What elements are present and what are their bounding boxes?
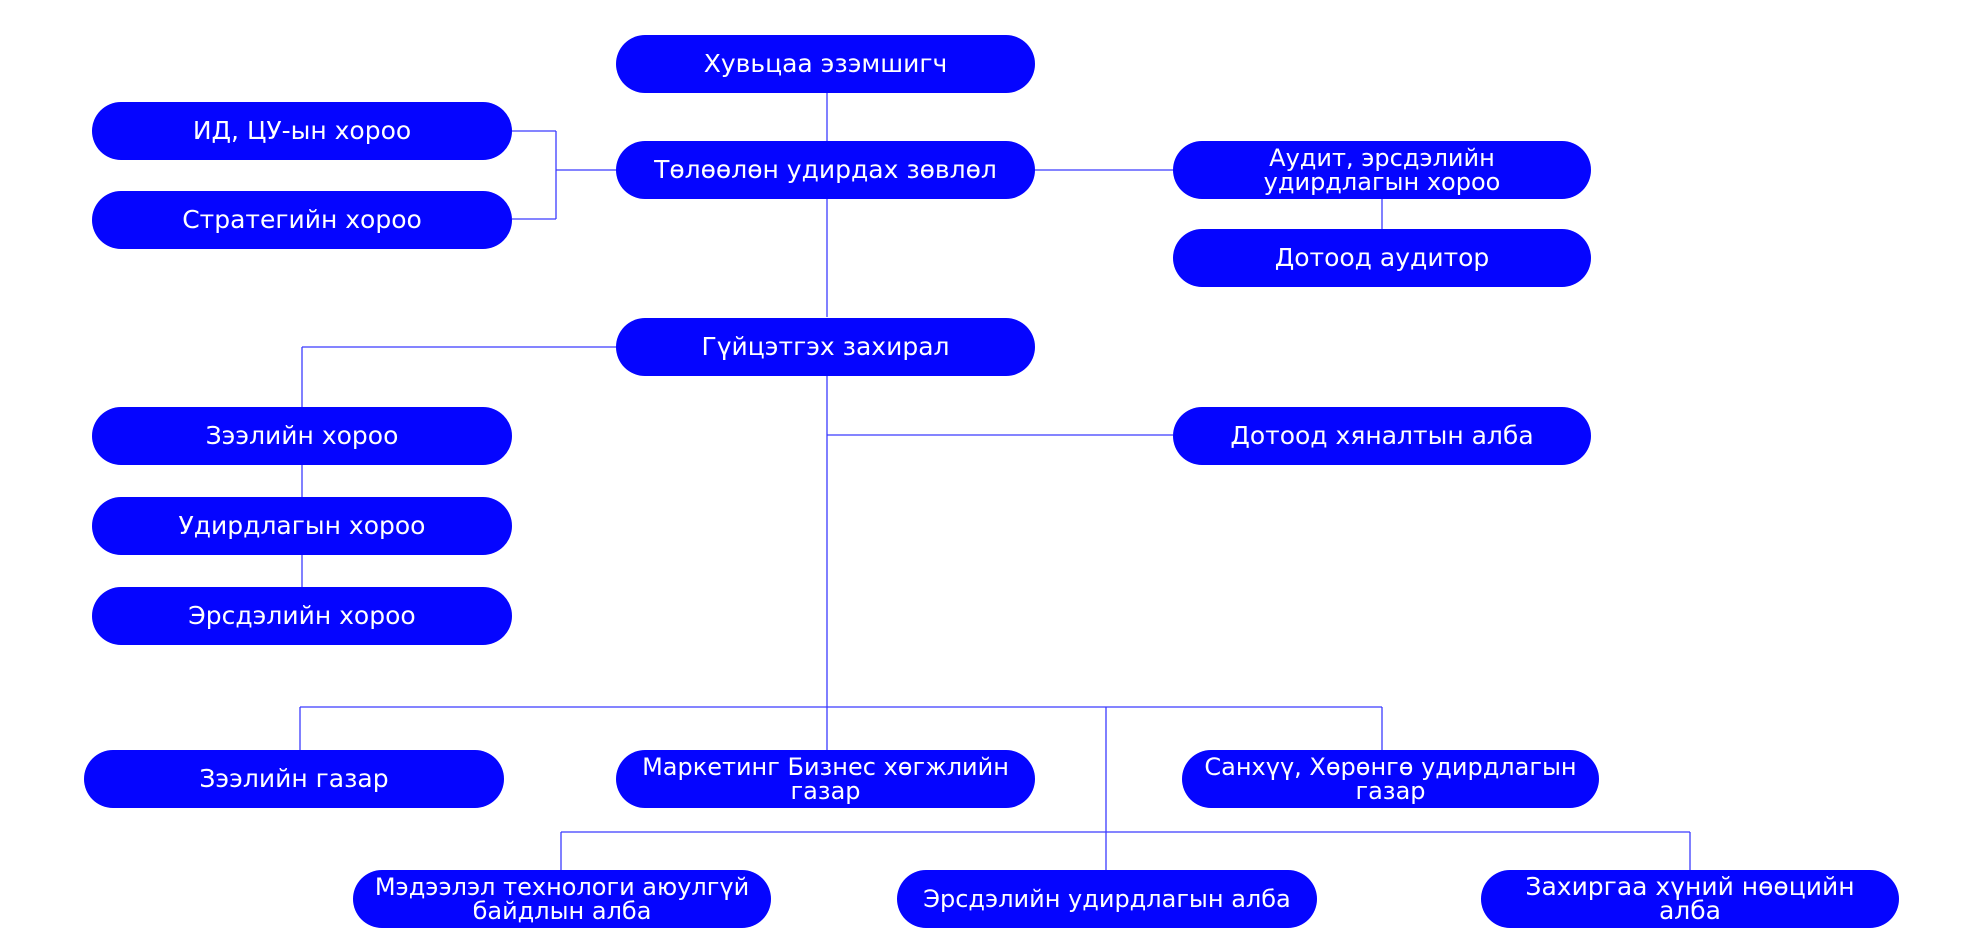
loan-committee-node: Зээлийн хороо xyxy=(92,407,512,465)
loan-department-label: Зээлийн газар xyxy=(199,764,389,793)
internal-auditor-node: Дотоод аудитор xyxy=(1173,229,1591,287)
internal-control-label: Дотоод хяналтын алба xyxy=(1230,421,1534,450)
it-security-unit-node: Мэдээлэл технологи аюулгүй байдлын алба xyxy=(353,870,771,928)
management-committee-node: Удирдлагын хороо xyxy=(92,497,512,555)
risk-management-unit-label: Эрсдэлийн удирдлагын алба xyxy=(923,885,1291,913)
board-label: Төлөөлөн удирдах зөвлөл xyxy=(654,155,997,184)
loan-committee-label: Зээлийн хороо xyxy=(205,421,399,450)
shareholders-node: Хувьцаа эзэмшигч xyxy=(616,35,1035,93)
marketing-department-node: Маркетинг Бизнес хөгжлийн газар xyxy=(616,750,1035,808)
marketing-department-label: Маркетинг Бизнес хөгжлийн газар xyxy=(642,753,1009,805)
risk-management-unit-node: Эрсдэлийн удирдлагын алба xyxy=(897,870,1317,928)
risk-committee-label: Эрсдэлийн хороо xyxy=(188,601,416,630)
management-committee-label: Удирдлагын хороо xyxy=(178,511,426,540)
internal-auditor-label: Дотоод аудитор xyxy=(1274,243,1490,272)
finance-department-label: Санхүү, Хөрөнгө удирдлагын газар xyxy=(1204,753,1577,805)
strategy-committee-node: Стратегийн хороо xyxy=(92,191,512,249)
finance-department-node: Санхүү, Хөрөнгө удирдлагын газар xyxy=(1182,750,1599,808)
admin-hr-unit-node: Захиргаа хүний нөөцийн алба xyxy=(1481,870,1899,928)
it-security-unit-label: Мэдээлэл технологи аюулгүй байдлын алба xyxy=(374,873,750,925)
ceo-node: Гүйцэтгэх захирал xyxy=(616,318,1035,376)
strategy-committee-label: Стратегийн хороо xyxy=(182,205,422,234)
audit-risk-committee-label: Аудит, эрсдэлийн удирдлагын хороо xyxy=(1263,144,1501,196)
ceo-label: Гүйцэтгэх захирал xyxy=(701,332,950,361)
internal-control-node: Дотоод хяналтын алба xyxy=(1173,407,1591,465)
loan-department-node: Зээлийн газар xyxy=(84,750,504,808)
id-cu-committee-label: ИД, ЦУ-ын хороо xyxy=(192,116,412,145)
admin-hr-unit-label: Захиргаа хүний нөөцийн алба xyxy=(1525,872,1855,925)
shareholders-label: Хувьцаа эзэмшигч xyxy=(703,49,948,78)
board-node: Төлөөлөн удирдах зөвлөл xyxy=(616,141,1035,199)
id-cu-committee-node: ИД, ЦУ-ын хороо xyxy=(92,102,512,160)
risk-committee-node: Эрсдэлийн хороо xyxy=(92,587,512,645)
audit-risk-committee-node: Аудит, эрсдэлийн удирдлагын хороо xyxy=(1173,141,1591,199)
